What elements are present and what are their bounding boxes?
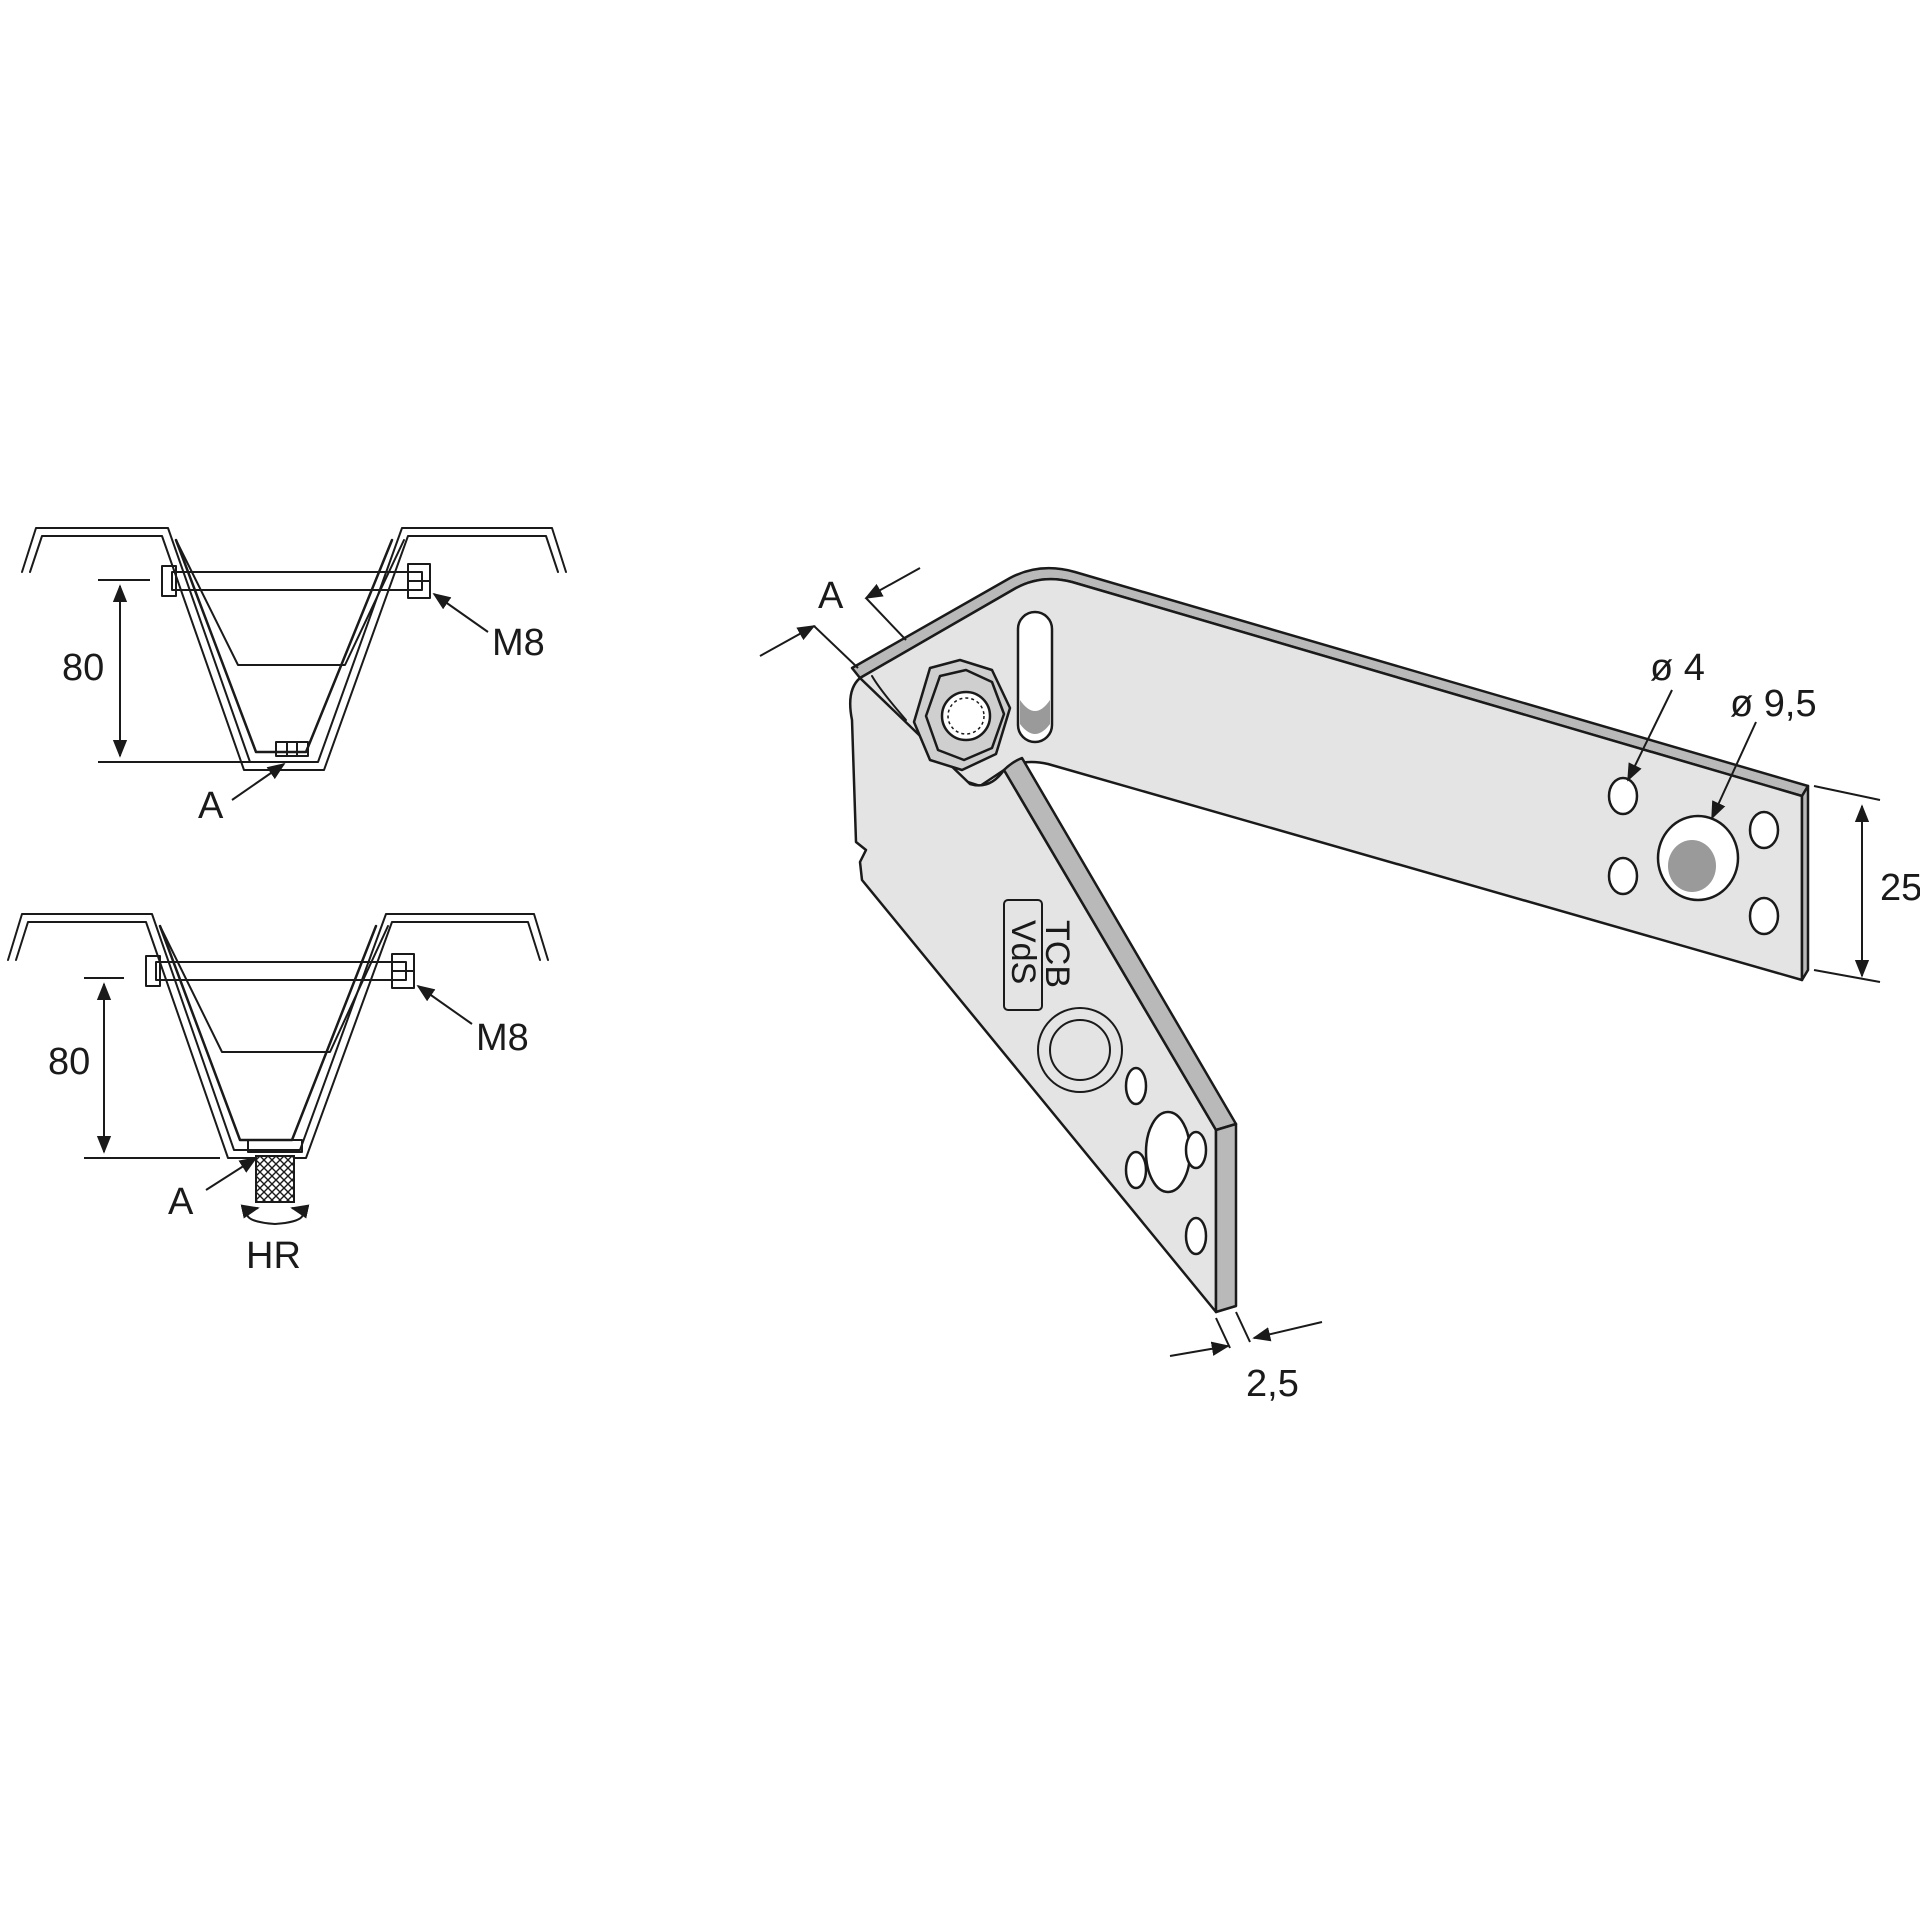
stamp-text-tcb: TCB [1038, 920, 1076, 988]
detail-top: 80 M8 A [21, 527, 567, 827]
detail-bottom: 80 M8 A HR [7, 913, 549, 1277]
small-hole [1184, 1130, 1208, 1170]
hanger-inner [159, 925, 389, 1053]
rotation-arrow [240, 1204, 310, 1226]
bracket-short-arm [849, 676, 1218, 1314]
deck-profile-outer [7, 913, 549, 1151]
rod-label: HR [246, 1235, 301, 1277]
hanger-inner [175, 539, 405, 666]
bracket-view: TCB VdS A ø 4 ø 9,5 25 2,5 [759, 566, 1920, 1405]
stamp-text-vds: VdS [1004, 920, 1042, 984]
small-hole-label: ø 4 [1650, 647, 1705, 689]
small-hole [1748, 896, 1780, 936]
bracket-short-end [1214, 1122, 1238, 1314]
small-hole [1124, 1150, 1148, 1190]
bolt-label: M8 [476, 1017, 529, 1059]
small-hole [1124, 1066, 1148, 1106]
small-hole [1607, 856, 1639, 896]
bolt-head-left [161, 565, 177, 597]
height-dimension-label: 80 [62, 647, 104, 689]
large-hole [1144, 1110, 1192, 1194]
small-hole [1607, 776, 1639, 816]
clamp-label: A [198, 785, 224, 827]
clamp-block [275, 741, 309, 757]
clamp-plate [247, 1139, 303, 1153]
small-hole [1748, 810, 1780, 850]
bracket-end-edge [1800, 784, 1810, 982]
gap-label: A [818, 575, 844, 617]
large-hole-label: ø 9,5 [1730, 683, 1817, 725]
strap [174, 538, 394, 754]
height-dimension-label: 80 [48, 1041, 90, 1083]
bolt-head-left [145, 955, 161, 987]
hex-nut [912, 658, 1012, 772]
bracket-short-edge [1002, 756, 1238, 1132]
thickness-dimension-label: 2,5 [1246, 1363, 1299, 1405]
width-dimension-label: 25 [1880, 867, 1920, 909]
deck-profile-inner [15, 921, 541, 1159]
small-hole [1184, 1216, 1208, 1256]
deck-profile-outer [21, 527, 567, 763]
clamp-label: A [168, 1181, 194, 1223]
threaded-rod [255, 1155, 295, 1203]
stamp: TCB VdS [1003, 899, 1123, 1093]
bolt-label: M8 [492, 622, 545, 664]
